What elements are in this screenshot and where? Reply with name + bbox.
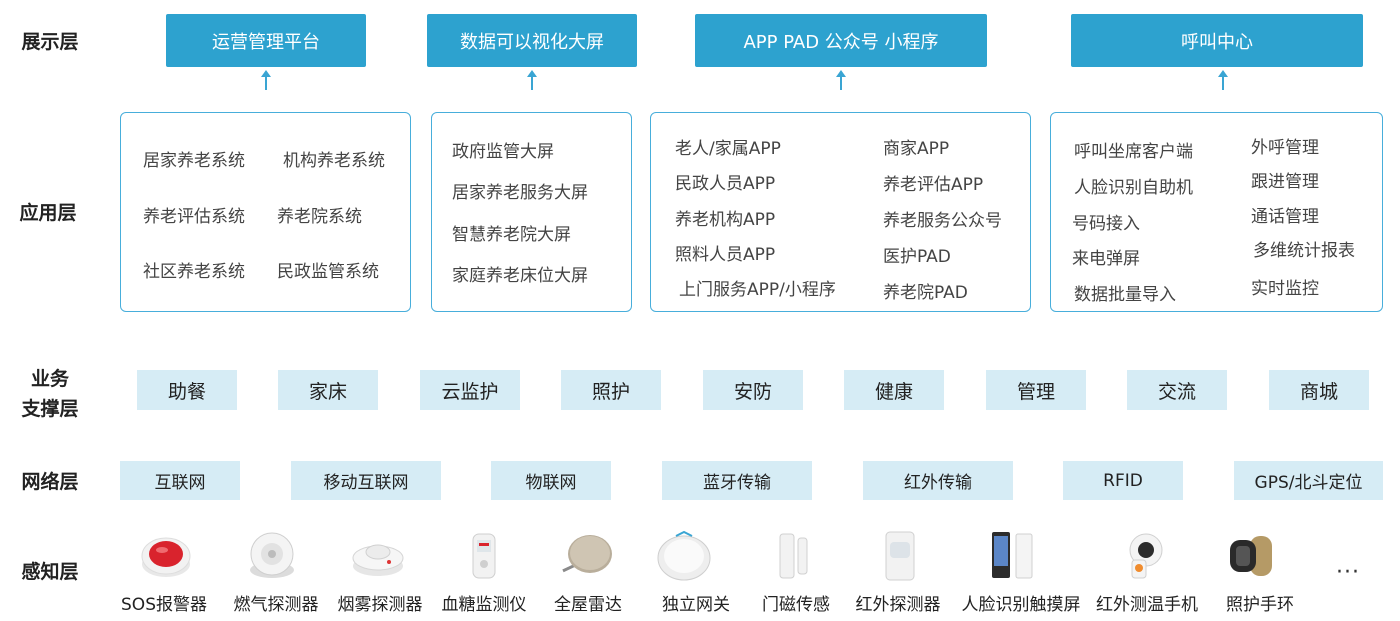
door-sensor-icon (779, 533, 808, 579)
display-box-visual-screen: 数据可以视化大屏 (427, 14, 637, 67)
device-label: 照护手环 (1226, 595, 1294, 615)
business-item-care: 照护 (561, 370, 661, 410)
app-group-screens: 政府监管大屏 居家养老服务大屏 智慧养老院大屏 家庭养老床位大屏 (431, 112, 632, 312)
app-item: 家庭养老床位大屏 (452, 266, 588, 286)
app-item: 号码接入 (1072, 214, 1140, 234)
glucose-meter-icon (472, 533, 496, 579)
face-recognition-screen-icon (992, 532, 1033, 579)
device-label: 全屋雷达 (554, 595, 622, 615)
app-item: 实时监控 (1251, 279, 1319, 299)
layer-label-display: 展示层 (21, 31, 79, 53)
gateway-icon (657, 530, 711, 581)
device-label: 红外探测器 (855, 595, 941, 615)
network-item-gps: GPS/北斗定位 (1234, 461, 1383, 500)
app-item: 居家养老服务大屏 (452, 183, 588, 203)
device-label: 红外测温手机 (1096, 595, 1198, 615)
up-arrow-icon (836, 70, 846, 90)
infrared-detector-icon (885, 531, 915, 581)
app-item: 养老评估系统 (143, 207, 245, 227)
app-item: 数据批量导入 (1074, 285, 1176, 305)
app-group-call-center: 呼叫坐席客户端 外呼管理 人脸识别自助机 跟进管理 号码接入 通话管理 来电弹屏… (1050, 112, 1383, 312)
app-item: 养老机构APP (675, 210, 776, 230)
network-item-rfid: RFID (1063, 461, 1183, 500)
up-arrow-icon (261, 70, 271, 90)
app-group-systems: 居家养老系统 机构养老系统 养老评估系统 养老院系统 社区养老系统 民政监管系统 (120, 112, 411, 312)
more-ellipsis: ··· (1336, 560, 1360, 585)
app-item: 来电弹屏 (1072, 249, 1140, 269)
app-item: 人脸识别自助机 (1074, 178, 1193, 198)
up-arrow-icon (527, 70, 537, 90)
app-group-apps: 老人/家属APP 商家APP 民政人员APP 养老评估APP 养老机构APP 养… (650, 112, 1031, 312)
device-label: 燃气探测器 (233, 595, 319, 615)
gas-detector-icon (250, 532, 294, 578)
business-item-security: 安防 (703, 370, 803, 410)
device-label: 血糖监测仪 (441, 595, 527, 615)
network-item-internet: 互联网 (120, 461, 240, 500)
device-label: 独立网关 (662, 595, 730, 615)
layer-label-application: 应用层 (19, 202, 77, 224)
app-item: 通话管理 (1251, 207, 1319, 227)
business-item-home-bed: 家床 (278, 370, 378, 410)
app-item: 养老院PAD (883, 283, 968, 303)
app-item: 医护PAD (883, 247, 951, 267)
app-item: 民政监管系统 (277, 262, 379, 282)
business-item-cloud-monitor: 云监护 (420, 370, 520, 410)
app-item: 养老服务公众号 (883, 211, 1002, 231)
network-item-infrared: 红外传输 (863, 461, 1013, 500)
display-box-apps: APP PAD 公众号 小程序 (695, 14, 987, 67)
device-label: SOS报警器 (121, 595, 207, 615)
device-label: 门磁传感 (762, 595, 830, 615)
app-item: 上门服务APP/小程序 (679, 280, 836, 300)
app-item: 机构养老系统 (283, 151, 385, 171)
app-item: 社区养老系统 (143, 262, 245, 282)
display-box-ops-platform: 运营管理平台 (166, 14, 366, 67)
app-item: 政府监管大屏 (452, 142, 554, 162)
layer-label-network: 网络层 (21, 471, 79, 493)
app-item: 养老评估APP (883, 175, 984, 195)
smoke-detector-icon (352, 544, 404, 576)
layer-label-business-text: 业务 支撑层 (21, 368, 79, 420)
radar-icon (562, 535, 612, 573)
layer-label-business: 业务 支撑层 (18, 364, 82, 424)
wristband-icon (1230, 536, 1272, 576)
business-item-mall: 商城 (1269, 370, 1369, 410)
network-item-mobile-internet: 移动互联网 (291, 461, 441, 500)
network-item-iot: 物联网 (491, 461, 611, 500)
app-item: 智慧养老院大屏 (452, 225, 571, 245)
app-item: 照料人员APP (675, 245, 776, 265)
layer-label-perception: 感知层 (21, 561, 79, 583)
app-item: 呼叫坐席客户端 (1074, 142, 1193, 162)
app-item: 老人/家属APP (675, 139, 781, 159)
app-item: 多维统计报表 (1253, 241, 1355, 261)
app-item: 养老院系统 (277, 207, 362, 227)
network-item-bluetooth: 蓝牙传输 (662, 461, 812, 500)
display-box-call-center: 呼叫中心 (1071, 14, 1363, 67)
app-item: 居家养老系统 (143, 151, 245, 171)
app-item: 外呼管理 (1251, 138, 1319, 158)
up-arrow-icon (1218, 70, 1228, 90)
business-item-health: 健康 (844, 370, 944, 410)
business-item-meal: 助餐 (137, 370, 237, 410)
app-item: 商家APP (883, 139, 950, 159)
app-item: 民政人员APP (675, 174, 776, 194)
business-item-communication: 交流 (1127, 370, 1227, 410)
app-item: 跟进管理 (1251, 172, 1319, 192)
device-label: 烟雾探测器 (337, 595, 423, 615)
sos-alarm-icon (141, 537, 191, 577)
business-item-management: 管理 (986, 370, 1086, 410)
device-label: 人脸识别触摸屏 (961, 595, 1081, 615)
thermometer-phone-icon (1129, 533, 1163, 579)
